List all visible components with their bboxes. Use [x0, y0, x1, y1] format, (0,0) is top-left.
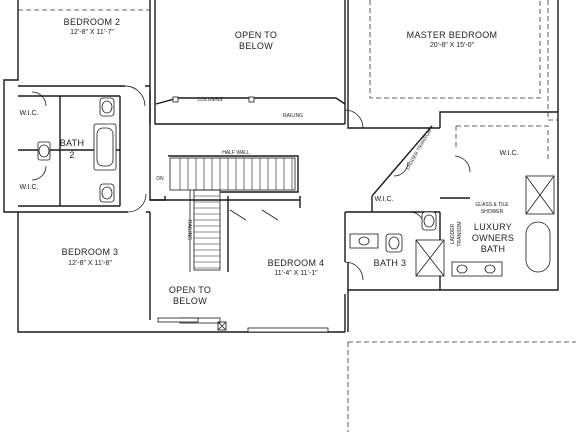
master-bath-fixtures — [345, 125, 555, 290]
bedroom4-dims: 11'-4" X 11'-1" — [274, 270, 318, 277]
shower-label-line1: GLASS & TILE — [475, 202, 509, 208]
open-below-bottom-line2: BELOW — [173, 296, 207, 306]
bath2-line1: BATH — [60, 138, 85, 148]
staircase — [169, 157, 296, 272]
open-below-top-line1: OPEN TO — [235, 30, 277, 40]
open-below-top-line2: BELOW — [239, 41, 273, 51]
bedroom3-dims: 12'-8" X 11'-8" — [68, 260, 112, 267]
owners-bath-line3: BATH — [481, 244, 506, 254]
annotation-labels: COLUMNS RAILING HALF WALL DN RAILING LAD… — [156, 97, 509, 247]
owners-bath-line2: OWNERS — [472, 233, 514, 243]
bath2-line2: 2 — [69, 150, 74, 160]
open-below-bottom-line1: OPEN TO — [169, 285, 211, 295]
ladder-transom-2-line1: LADDER — [450, 223, 456, 244]
wic-left-top: W.I.C. — [19, 110, 38, 117]
bedroom2-dims: 12'-8" X 11'-7" — [70, 29, 114, 36]
ladder-transom-2-line2: TRANSOM — [457, 222, 463, 247]
ladder-transom-label: LADDER TRANSOM — [405, 128, 433, 171]
bedroom4-name: BEDROOM 4 — [268, 258, 325, 268]
exterior-walls — [3, 0, 559, 333]
railing-side-label: RAILING — [186, 220, 192, 240]
shower-label-line2: SHOWER — [481, 209, 504, 215]
railing-top-label: RAILING — [283, 113, 303, 119]
master-bedroom-dims: 20'-8" X 15'-0" — [430, 42, 475, 49]
dashed-lines — [18, 0, 576, 432]
master-bedroom-name: MASTER BEDROOM — [407, 30, 498, 40]
columns-label: COLUMNS — [197, 97, 223, 103]
wic-left-bottom: W.I.C. — [19, 184, 38, 191]
columns-railing — [155, 96, 346, 333]
wic-right: W.I.C. — [499, 150, 518, 157]
wic-center: W.I.C. — [374, 196, 393, 203]
bath3: BATH 3 — [374, 258, 407, 268]
room-labels: BEDROOM 2 12'-8" X 11'-7" OPEN TO BELOW … — [19, 17, 518, 306]
half-wall-label: HALF WALL — [222, 150, 250, 156]
bedroom2-name: BEDROOM 2 — [64, 17, 121, 27]
owners-bath-line1: LUXURY — [474, 222, 512, 232]
dn-label: DN — [156, 176, 164, 182]
bath2-fixtures — [18, 95, 121, 207]
bedroom3-name: BEDROOM 3 — [62, 247, 119, 257]
